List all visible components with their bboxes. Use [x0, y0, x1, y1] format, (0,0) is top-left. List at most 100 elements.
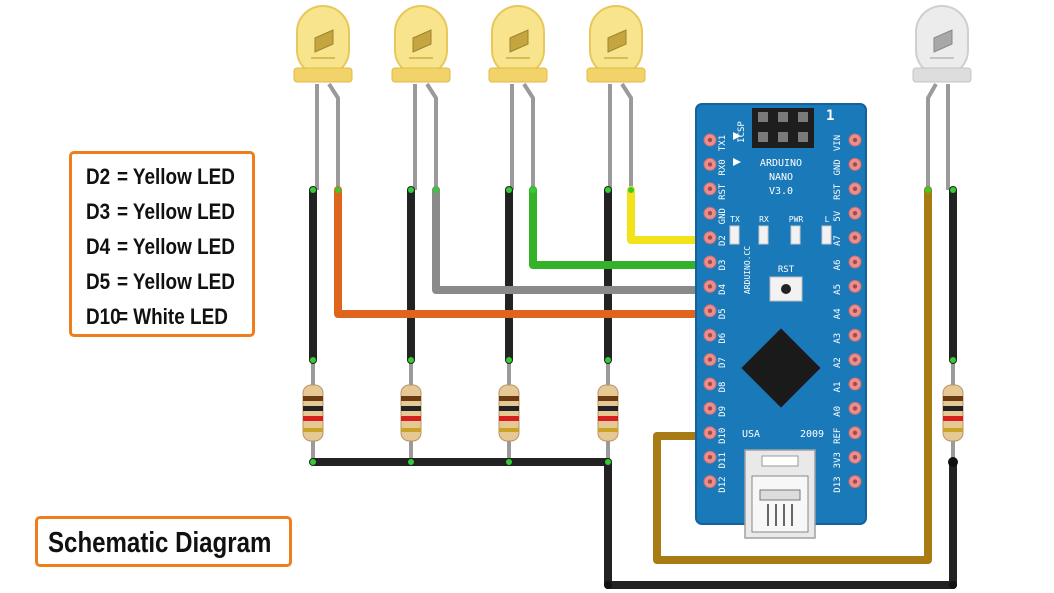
resistor-1: [302, 384, 324, 442]
right-pin-label-3v3: 3V3: [833, 452, 843, 468]
right-pin-hole-rst: [852, 186, 858, 191]
left-pin-label-d5: D5: [718, 308, 728, 319]
left-pin-label-d12: D12: [718, 476, 728, 492]
wire-orange-d5: [334, 186, 714, 318]
right-pin-hole-3v3: [852, 455, 858, 460]
indicator-triangle-1: [733, 132, 741, 140]
led-yellow-4: [586, 5, 646, 83]
legend-description: = Yellow LED: [116, 234, 235, 259]
right-pin-label-a2: A2: [833, 357, 843, 368]
left-pin-label-d6: D6: [718, 333, 728, 344]
left-pin-label-d11: D11: [718, 452, 728, 468]
pin-pads: [703, 133, 862, 489]
board-name-line3: V3.0: [769, 186, 793, 197]
left-pin-hole-tx1: [707, 137, 713, 143]
legend-description: = White LED: [116, 304, 228, 329]
left-pin-label-d4: D4: [718, 284, 728, 295]
icsp-header: [752, 108, 814, 148]
led-yellow-3: [488, 5, 548, 83]
board-side-text: ARDUINO.CC: [743, 246, 752, 294]
led-legs: [315, 82, 950, 190]
left-pin-label-rst: RST: [718, 183, 728, 200]
right-pin-hole-5v: [852, 211, 858, 216]
resistor-5: [942, 384, 964, 442]
left-pin-label-d9: D9: [718, 406, 728, 417]
right-pin-label-gnd: GND: [833, 159, 843, 175]
icsp-label: ICSP: [737, 121, 747, 143]
right-pin-label-a7: A7: [833, 235, 843, 246]
diagram-caption: Schematic Diagram: [48, 527, 272, 559]
right-pin-hole-d13: [852, 479, 858, 484]
left-pin-hole-d4: [707, 284, 713, 289]
led-yellow-1: [293, 5, 353, 83]
left-pin-hole-gnd: [707, 211, 713, 216]
right-pin-hole-a3: [852, 333, 858, 338]
left-pin-hole-d2: [707, 235, 713, 240]
right-pin-label-a4: A4: [833, 308, 843, 319]
right-pin-label-a0: A0: [833, 406, 843, 417]
reset-label: RST: [778, 265, 795, 275]
left-pin-hole-rst: [707, 186, 713, 191]
right-pin-hole-a5: [852, 284, 858, 289]
right-pin-hole-a4: [852, 308, 858, 313]
icsp-pin-one: 1: [826, 108, 834, 124]
usb-connector: [744, 449, 816, 539]
left-pin-label-d10: D10: [718, 428, 728, 444]
right-pin-label-a1: A1: [833, 382, 843, 393]
led-label-pwr: PWR: [789, 215, 804, 224]
left-pin-hole-d12: [707, 479, 713, 484]
wire-gray-d4: [432, 186, 714, 294]
left-pin-label-rx0: RX0: [718, 159, 728, 175]
left-pin-label-d2: D2: [718, 235, 728, 246]
left-pin-hole-rx0: [707, 162, 713, 167]
legend-row: D3= Yellow LED: [86, 197, 235, 227]
legend-description: = Yellow LED: [116, 164, 235, 189]
legend-row: D2= Yellow LED: [86, 162, 235, 192]
resistor-4: [597, 384, 619, 442]
legend-pin: D5: [86, 269, 111, 294]
board-name-line1: ARDUINO: [760, 158, 802, 169]
legend-description: = Yellow LED: [116, 269, 235, 294]
usa-label: USA: [742, 429, 760, 440]
left-pin-hole-d7: [707, 357, 713, 362]
left-pin-hole-d10: [707, 430, 713, 435]
wire-yellow-d2: [627, 186, 714, 244]
left-pin-hole-d9: [707, 406, 713, 411]
right-pin-hole-a0: [852, 406, 858, 411]
left-pin-label-d3: D3: [718, 260, 728, 271]
right-pin-label-a6: A6: [833, 260, 843, 271]
left-pin-label-d7: D7: [718, 357, 728, 368]
reset-button: [769, 276, 803, 302]
left-pin-label-gnd: GND: [718, 208, 728, 224]
right-pin-label-ref: REF: [833, 428, 843, 444]
right-pin-label-d13: D13: [833, 476, 843, 492]
legend-pin: D3: [86, 199, 111, 224]
right-pin-hole-gnd: [852, 162, 858, 167]
legend-row: D10= White LED: [86, 302, 228, 332]
left-pin-hole-d11: [707, 455, 713, 460]
legend-description: = Yellow LED: [116, 199, 235, 224]
year-label: 2009: [800, 429, 824, 440]
left-pin-hole-d3: [707, 259, 713, 265]
right-pin-label-a5: A5: [833, 284, 843, 295]
wires: [309, 186, 957, 589]
board-name-line2: NANO: [769, 172, 793, 183]
legend-pin: D10: [86, 304, 121, 329]
resistors: [302, 384, 964, 442]
resistor-3: [498, 384, 520, 442]
led-white: [912, 5, 972, 83]
legend-pin: D4: [86, 234, 111, 259]
left-pin-hole-d6: [707, 333, 713, 338]
indicator-triangle-2: [733, 158, 741, 166]
right-pin-hole-a7: [852, 235, 858, 240]
right-pin-label-a3: A3: [833, 333, 843, 344]
legend-pin: D2: [86, 164, 111, 189]
right-pin-hole-a6: [852, 259, 858, 265]
led-label-tx: TX: [730, 215, 740, 224]
status-leds: [729, 225, 832, 245]
led-yellow-2: [391, 5, 451, 83]
left-pin-label-d8: D8: [718, 382, 728, 393]
legend-row: D4= Yellow LED: [86, 232, 235, 262]
right-pin-label-vin: VIN: [833, 135, 843, 151]
